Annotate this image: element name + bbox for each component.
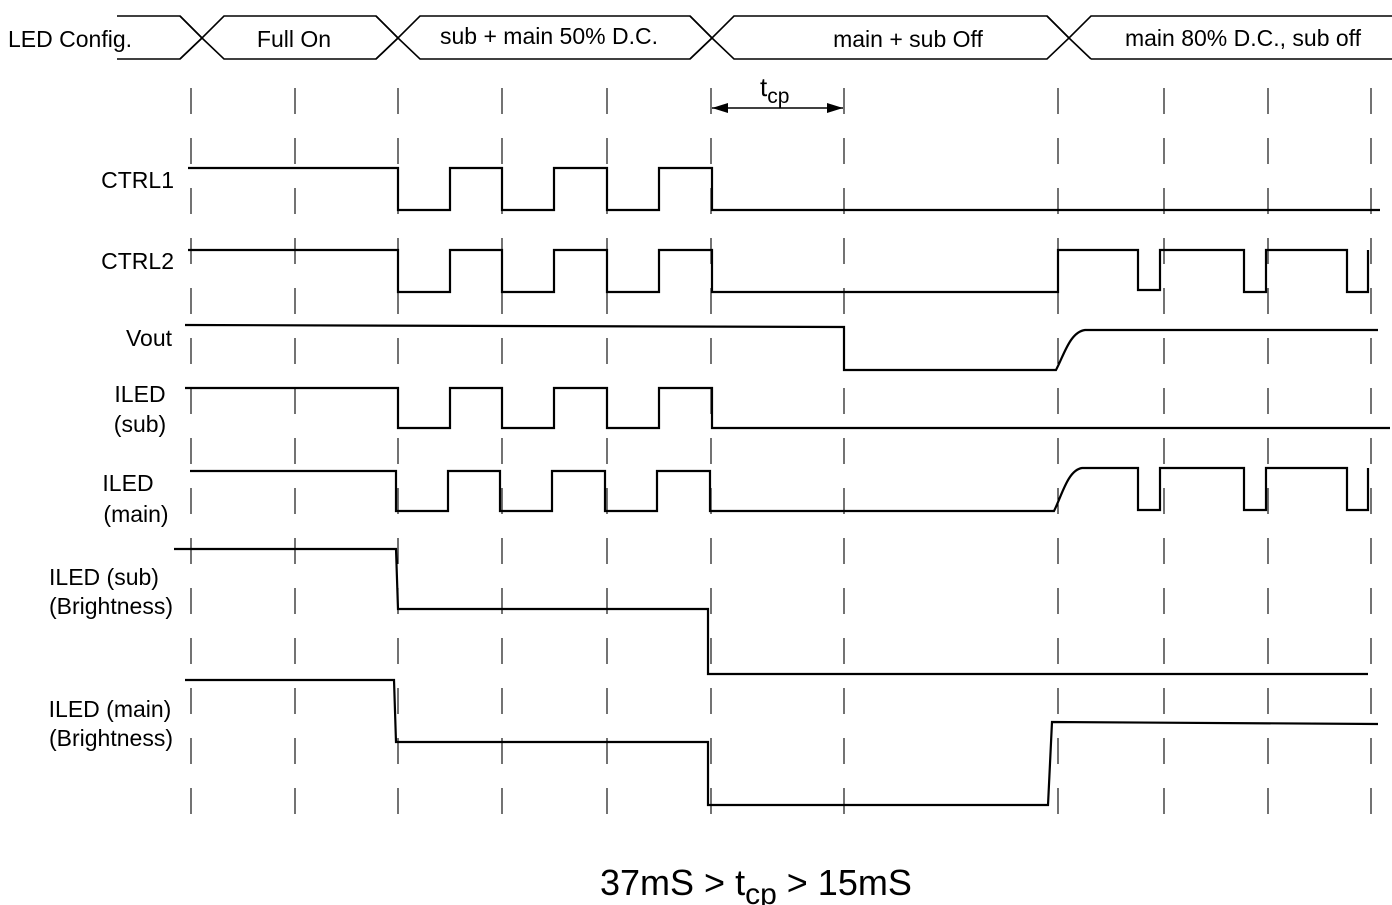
signal-label-iled-sub-suffix: (sub) — [114, 411, 166, 437]
phase-label-50-dc: sub + main 50% D.C. — [440, 23, 658, 49]
signal-label-iled-sub-brightness: ILED (sub) — [49, 564, 159, 590]
tcp-marker: tcp — [712, 72, 843, 113]
signal-label-iled-main-brightness-suffix: (Brightness) — [49, 725, 173, 751]
waveform-ctrl2 — [188, 248, 1370, 294]
signal-label-iled-sub-brightness-suffix: (Brightness) — [49, 593, 173, 619]
config-bus-label: LED Config. — [8, 26, 132, 52]
signal-label-iled-main: ILED — [102, 470, 153, 496]
time-grid — [190, 88, 1372, 838]
signal-label-iled-sub: ILED — [114, 381, 165, 407]
signal-label-iled-main-brightness: ILED (main) — [49, 696, 172, 722]
waveform-iled-main-brightness — [185, 678, 1379, 807]
phase-label-80-dc: main 80% D.C., sub off — [1125, 25, 1362, 51]
config-bus: LED Config. Full On sub + main 50% D.C. … — [8, 15, 1392, 60]
signal-label-iled-main-suffix: (main) — [103, 501, 168, 527]
waveform-vout — [184, 323, 1378, 372]
phase-label-off: main + sub Off — [833, 26, 983, 52]
tcp-arrowhead-right — [827, 103, 843, 113]
waveforms — [174, 166, 1390, 807]
bus-segment-right — [1046, 15, 1392, 60]
waveform-iled-sub — [185, 386, 1390, 430]
phase-label-full-on: Full On — [257, 26, 331, 52]
tcp-constraint: 37mS > tcp > 15mS — [600, 862, 912, 905]
waveform-iled-main — [190, 466, 1370, 513]
tcp-arrowhead-left — [712, 103, 728, 113]
signal-label-ctrl2: CTRL2 — [101, 248, 174, 274]
signal-labels: CTRL1 CTRL2 Vout ILED (sub) ILED (main) … — [49, 167, 174, 751]
tcp-label: tcp — [760, 72, 789, 108]
waveform-ctrl1 — [188, 166, 1380, 212]
waveform-iled-sub-brightness — [174, 547, 1368, 676]
signal-label-ctrl1: CTRL1 — [101, 167, 174, 193]
signal-label-vout: Vout — [126, 325, 173, 351]
